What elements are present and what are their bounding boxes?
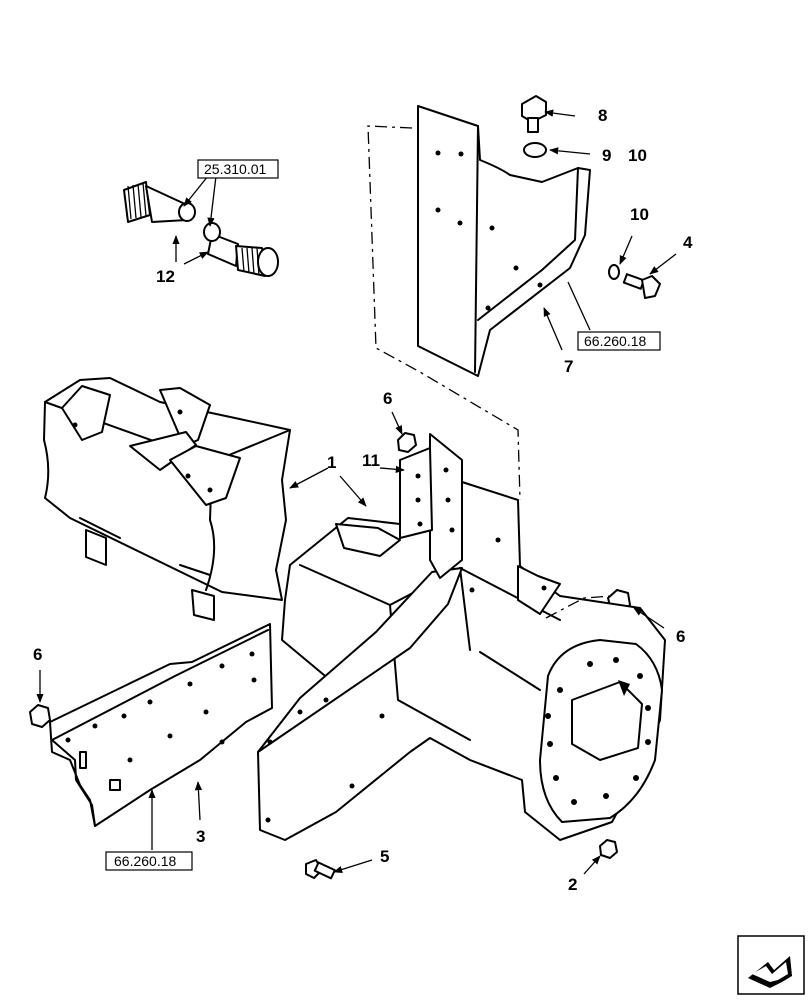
callout-9: 9 [602, 146, 611, 165]
nut-2-icon [599, 839, 618, 859]
plate-part [49, 623, 273, 827]
callout-8: 8 [598, 106, 607, 125]
reference-box-right[interactable]: 66.260.18 [577, 331, 661, 351]
callout-2: 2 [568, 875, 577, 894]
main-frame-part [257, 433, 666, 841]
reference-box-top[interactable]: 25.310.01 [197, 159, 279, 179]
alignment-line [367, 125, 521, 501]
leader-lines [36, 109, 677, 875]
callout-12: 12 [156, 267, 175, 286]
reference-label-right: 66.260.18 [584, 333, 646, 349]
reference-label-top: 25.310.01 [204, 161, 266, 177]
callout-5: 5 [380, 847, 389, 866]
nut-6-left-icon [29, 704, 51, 728]
alignment-line-right [545, 595, 613, 619]
callout-6-right: 6 [676, 627, 685, 646]
washer-9-icon [523, 142, 547, 158]
callout-10-right: 10 [630, 205, 649, 224]
callout-11: 11 [362, 451, 380, 470]
callout-6-left: 6 [33, 645, 42, 664]
bracket-part [417, 105, 591, 377]
bolt-5-icon [305, 859, 336, 880]
callout-7: 7 [564, 357, 573, 376]
callout-10-top: 10 [628, 146, 647, 165]
washer-10-icon [608, 264, 620, 280]
callout-3: 3 [196, 827, 205, 846]
callout-1: 1 [327, 453, 336, 472]
callout-6-top: 6 [383, 389, 392, 408]
callout-4: 4 [683, 233, 693, 252]
drive-shaft-part [123, 181, 279, 277]
reference-label-bottom: 66.260.18 [114, 853, 176, 869]
left-beam-part [43, 377, 291, 621]
nut-6-top-icon [397, 432, 417, 453]
bolt-4-icon [622, 273, 661, 299]
bolt-8-icon [521, 95, 547, 133]
next-page-arrow-icon[interactable] [737, 935, 805, 995]
reference-box-bottom[interactable]: 66.260.18 [105, 851, 193, 871]
